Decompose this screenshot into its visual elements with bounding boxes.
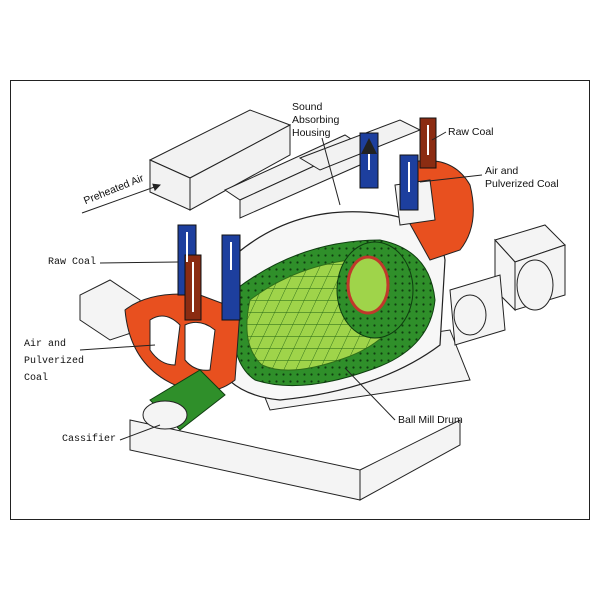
drive-motor: [449, 224, 566, 346]
label-raw-coal-right: Raw Coal: [448, 126, 494, 138]
label-ball-mill-drum: Ball Mill Drum: [398, 414, 463, 426]
label-raw-coal-left: Raw Coal: [48, 257, 97, 268]
label-air-pulverized-coal-right: Air and Pulverized Coal: [485, 165, 559, 190]
leader-lines: [79, 131, 483, 441]
label-sound-absorbing-housing: Sound Absorbing Housing: [292, 101, 340, 139]
left-hood: [124, 293, 241, 392]
right-pipes: [359, 117, 437, 211]
preheated-air-duct: [148, 109, 422, 219]
classifier: [142, 369, 226, 431]
label-air-pulverized-coal-left: Air and Pulverized Coal: [24, 339, 85, 384]
left-pipes: [177, 224, 241, 321]
ball-mill-drum-body: [232, 239, 436, 387]
label-cassifier: Cassifier: [62, 434, 117, 445]
